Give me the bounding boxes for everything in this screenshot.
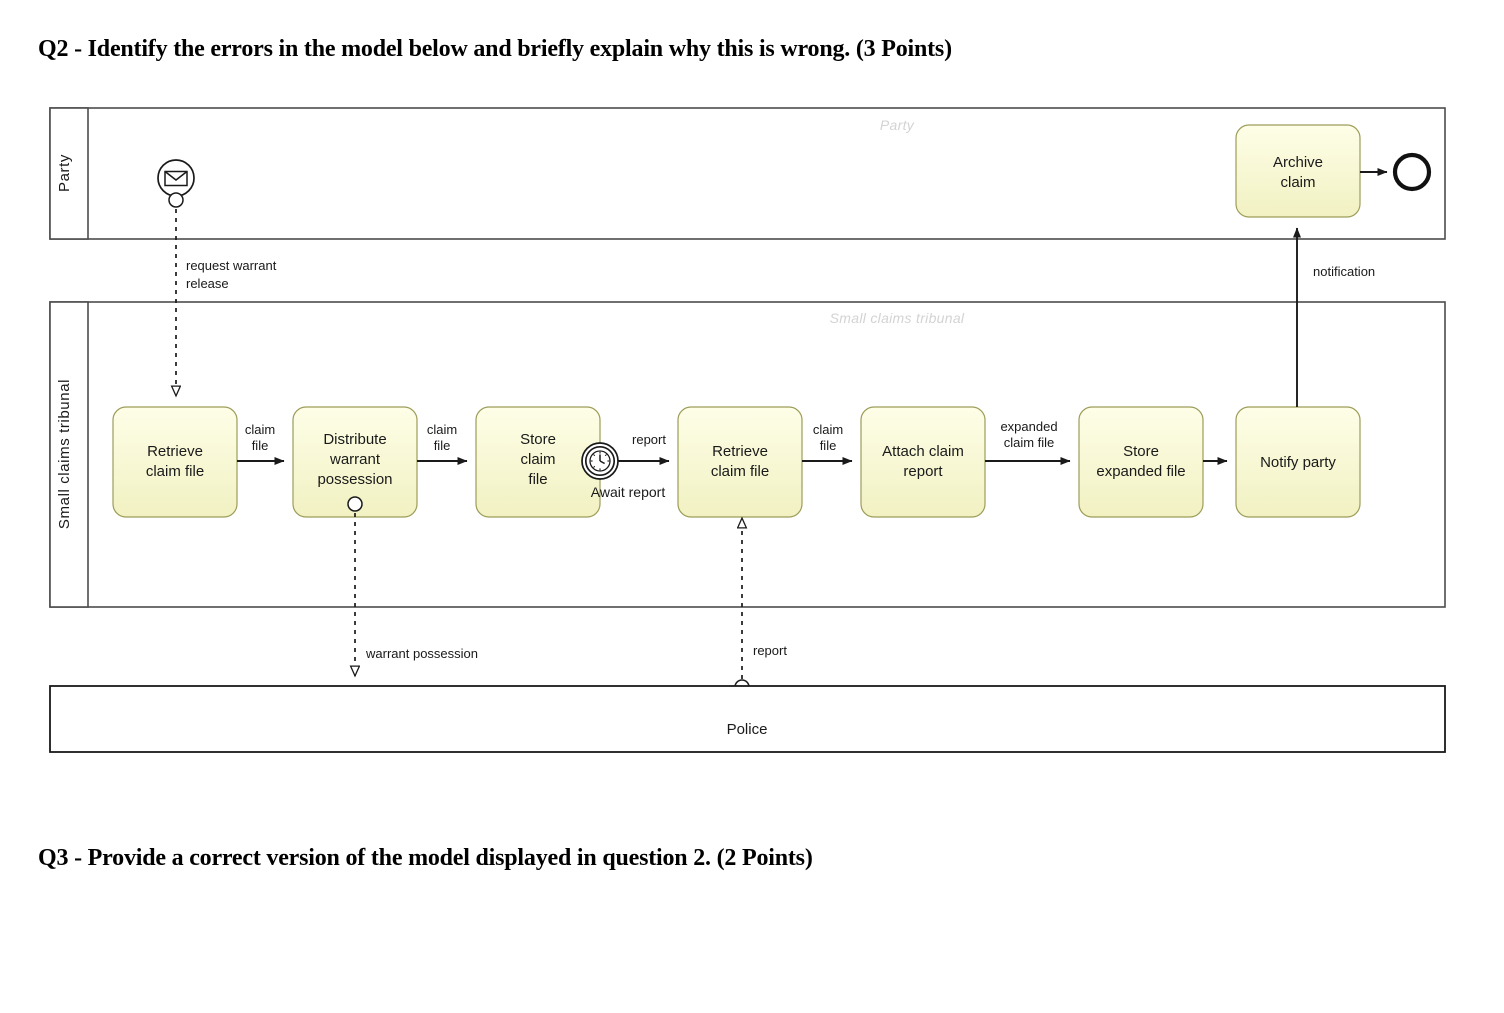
task-attach-claim-report-box [860, 406, 986, 518]
task-retrieve-claim-1-box [112, 406, 238, 518]
sequence-flow-4-label-line-1: file [820, 438, 837, 453]
message-flow-request-warrant-label-line-1: release [186, 276, 229, 291]
clock-icon [589, 450, 611, 472]
message-flow-request-warrant-label-line-0: request warrant [186, 258, 277, 273]
sequence-flow-notification-label: notification [1313, 264, 1375, 279]
sequence-flow-1-label-line-1: file [252, 438, 269, 453]
task-attach-claim-report-label-line-0: Attach claim [882, 443, 964, 460]
task-notify-party[interactable]: Notify party [1235, 406, 1361, 518]
sequence-flow-3-label-line-0: report [632, 432, 666, 447]
pool-tribunal-header [49, 301, 89, 608]
task-retrieve-claim-1-label-line-0: Retrieve [147, 443, 203, 460]
sequence-flow-1-label-line-0: claim [245, 422, 275, 437]
task-notify-party-box [1235, 406, 1361, 518]
task-distribute-warrant[interactable]: Distribute warrant possession [292, 406, 418, 518]
pool-tribunal-watermark: Small claims tribunal [830, 310, 965, 326]
task-archive-claim-label-line-0: Archive [1273, 154, 1323, 171]
task-distribute-warrant-label-line-1: warrant [329, 451, 381, 468]
task-attach-claim-report[interactable]: Attach claim report [860, 406, 986, 518]
pool-party-label: Party [56, 154, 73, 192]
task-store-claim-file[interactable]: Store claim file [475, 406, 601, 518]
task-store-expanded-file-label-line-0: Store [1123, 443, 1159, 460]
task-archive-claim[interactable]: Archive claim [1235, 124, 1361, 218]
envelope-icon [164, 170, 188, 187]
task-store-expanded-file-label-line-1: expanded file [1096, 463, 1185, 480]
task-archive-claim-box [1235, 124, 1361, 218]
task-store-claim-file-label-line-2: file [528, 471, 547, 488]
sequence-flow-5-label-line-1: claim file [1004, 435, 1055, 450]
task-store-expanded-file[interactable]: Store expanded file [1078, 406, 1204, 518]
question-2-heading: Q2 - Identify the errors in the model be… [38, 36, 952, 62]
sequence-flow-2-label-line-1: file [434, 438, 451, 453]
pool-party-header [49, 107, 89, 240]
message-flow-source-marker-warrant [347, 496, 363, 512]
pool-tribunal-label: Small claims tribunal [56, 379, 73, 529]
task-notify-party-label-line-0: Notify party [1260, 454, 1336, 471]
boundary-event-label-line-0: Await report [591, 484, 666, 500]
sequence-flow-2-label-line-0: claim [427, 422, 457, 437]
task-retrieve-claim-2[interactable]: Retrieve claim file [677, 406, 803, 518]
task-retrieve-claim-2-label-line-0: Retrieve [712, 443, 768, 460]
task-retrieve-claim-2-label-line-1: claim file [711, 463, 769, 480]
message-flow-warrant-possession-label: warrant possession [365, 646, 478, 661]
question-3-heading: Q3 - Provide a correct version of the mo… [38, 845, 813, 871]
task-archive-claim-label-line-1: claim [1280, 174, 1315, 191]
pool-party[interactable]: Party Party [49, 107, 1446, 240]
task-retrieve-claim-1-label-line-1: claim file [146, 463, 204, 480]
end-event-party[interactable] [1392, 152, 1432, 192]
task-store-expanded-file-box [1078, 406, 1204, 518]
task-attach-claim-report-label-line-1: report [903, 463, 943, 480]
pool-police[interactable]: Police [49, 685, 1446, 753]
pool-police-box [49, 685, 1446, 753]
start-event-request-warrant[interactable] [157, 159, 195, 208]
message-flow-report-label: report [753, 643, 787, 658]
task-distribute-warrant-label-line-2: possession [317, 471, 392, 488]
pool-police-label: Police [727, 721, 768, 738]
sequence-flow-5-label-line-0: expanded [1000, 419, 1057, 434]
pool-party-body [49, 107, 1446, 240]
sequence-flow-4-label-line-0: claim [813, 422, 843, 437]
task-store-claim-file-label-line-0: Store [520, 431, 556, 448]
task-distribute-warrant-label-line-0: Distribute [323, 431, 386, 448]
task-store-claim-file-label-line-1: claim [520, 451, 555, 468]
task-retrieve-claim-2-box [677, 406, 803, 518]
task-retrieve-claim-1[interactable]: Retrieve claim file [112, 406, 238, 518]
pool-party-watermark: Party [880, 117, 915, 133]
boundary-event-await-report[interactable]: Await report [581, 442, 666, 500]
message-flow-source-marker [168, 192, 184, 208]
